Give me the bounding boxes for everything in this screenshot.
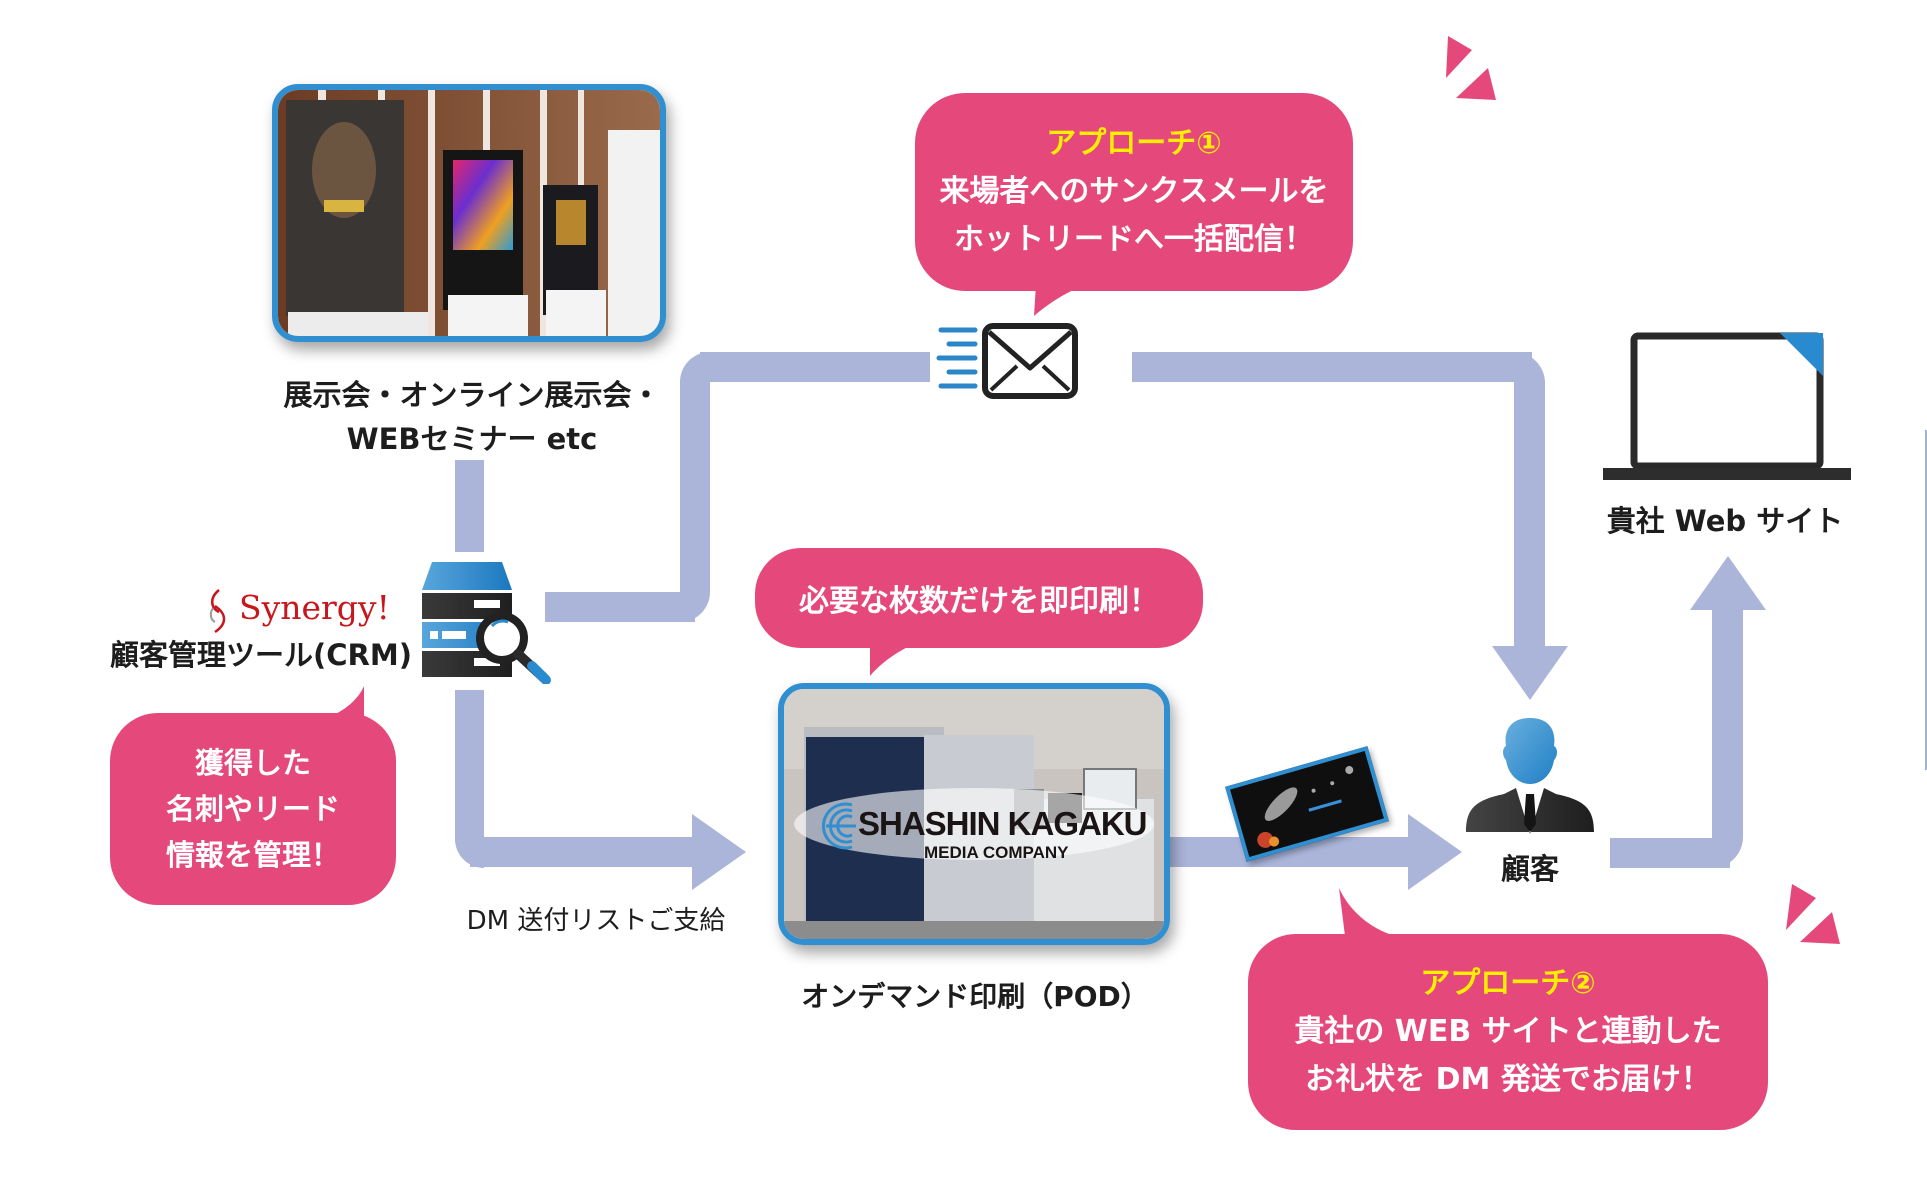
approach2-line1: 貴社の WEB サイトと連動した (1294, 1014, 1722, 1049)
arrowhead-down-to-customer (1492, 646, 1568, 700)
arrowhead-up-to-website (1690, 556, 1766, 610)
synergy-swirl-icon (209, 589, 226, 634)
approach1-heading: アプローチ① (1046, 126, 1222, 161)
envelope-icon (936, 323, 1078, 399)
right-edge-line (1925, 430, 1927, 770)
print-bubble-tail (870, 644, 914, 676)
pipe-exhibition-to-crm (455, 460, 484, 552)
crm-note-line2: 名刺やリード (165, 792, 340, 826)
customer-label: 顧客 (1500, 852, 1559, 886)
arrowhead-right-to-pod (692, 814, 746, 890)
approach2-bubble: アプローチ② 貴社の WEB サイトと連動した お礼状を DM 発送でお届け！ (1248, 934, 1768, 1130)
pod-label: オンデマンド印刷（POD） (801, 980, 1149, 1013)
synergy-logo: Synergy! (205, 588, 410, 634)
pipe-email-to-customer-h (1132, 352, 1532, 382)
exhibition-label-line2: WEBセミナー etc (346, 422, 598, 456)
approach1-bubble-tail (1034, 284, 1088, 316)
exhibition-photo (272, 84, 666, 342)
pod-logo-sub: MEDIA COMPANY (924, 843, 1069, 862)
pipe-customer-to-website-h (1610, 838, 1730, 868)
laptop-icon (1603, 332, 1851, 480)
server-search-icon (422, 562, 551, 684)
crm-note-bubble-tail (320, 686, 364, 720)
approach1-line2: ホットリードへ一括配信！ (954, 222, 1314, 257)
crm-note-line1: 獲得した (194, 746, 311, 780)
pipe-customer-to-website-v (1712, 608, 1743, 868)
approach2-line2: お礼状を DM 発送でお届け！ (1305, 1062, 1711, 1097)
pod-logo-main: SHASHIN KAGAKU (858, 805, 1148, 842)
synergy-brand-text: Synergy! (239, 588, 390, 627)
crm-label: 顧客管理ツール(CRM) (110, 638, 412, 672)
pod-photo: SHASHIN KAGAKU MEDIA COMPANY (778, 683, 1170, 945)
spark-bottom-icon (1786, 884, 1840, 944)
postcard-image (1225, 746, 1389, 862)
spark-top-icon (1446, 36, 1496, 100)
pipe-crm-to-email-v (680, 352, 710, 622)
print-bubble: 必要な枚数だけを即印刷！ (755, 548, 1203, 648)
person-icon (1466, 718, 1594, 834)
pipe-crm-to-email-h2 (700, 352, 930, 382)
approach2-heading: アプローチ② (1420, 966, 1596, 1001)
exhibition-label-line1: 展示会・オンライン展示会・ (283, 378, 661, 412)
shashin-kagaku-logo-icon (821, 802, 856, 850)
pipe-crm-to-email-h1 (545, 592, 695, 622)
crm-note-line3: 情報を管理！ (165, 838, 340, 872)
pipe-email-to-customer-v (1514, 352, 1545, 652)
approach2-bubble-tail (1339, 888, 1395, 936)
arrowhead-right-to-customer (1408, 814, 1462, 890)
print-bubble-text: 必要な枚数だけを即印刷！ (799, 584, 1159, 619)
crm-note-bubble: 獲得した 名刺やリード 情報を管理！ (110, 713, 396, 905)
approach1-line1: 来場者へのサンクスメールを (939, 174, 1329, 209)
pipe-crm-to-pod-h (470, 837, 695, 867)
dm-list-label: DM 送付リストご支給 (466, 906, 726, 936)
approach1-bubble: アプローチ① 来場者へのサンクスメールを ホットリードへ一括配信！ (915, 93, 1353, 291)
website-label: 貴社 Web サイト (1606, 504, 1844, 538)
